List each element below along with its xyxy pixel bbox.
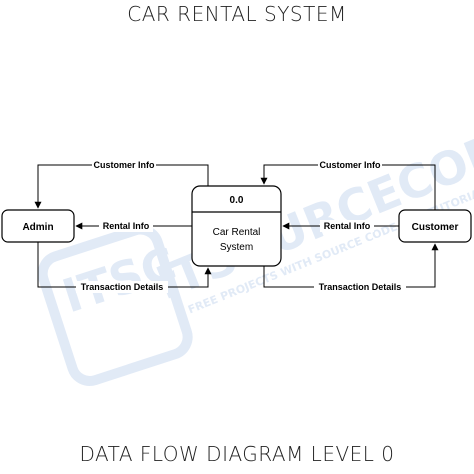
customer-label: Customer	[412, 222, 459, 233]
flow-customer-info-left: Customer Info	[34, 159, 209, 209]
flow-label-transaction-right: Transaction Details	[319, 282, 402, 292]
admin-entity[interactable]: Admin	[1, 209, 75, 243]
admin-label: Admin	[22, 222, 53, 233]
customer-entity[interactable]: Customer	[398, 209, 472, 243]
process-label-line1: Car Rental	[213, 227, 261, 238]
flow-rental-info-left: Rental Info	[75, 220, 192, 232]
flow-label-rental-info-left: Rental Info	[103, 221, 150, 231]
flow-customer-info-right: Customer Info	[260, 159, 436, 210]
flow-transaction-left: Transaction Details	[37, 242, 212, 293]
diagram-subtitle: DATA FLOW DIAGRAM LEVEL 0	[79, 442, 395, 466]
flow-rental-info-right: Rental Info	[282, 220, 399, 232]
diagram-title: CAR RENTAL SYSTEM	[127, 2, 347, 26]
flow-label-transaction-left: Transaction Details	[81, 282, 164, 292]
process-id: 0.0	[230, 195, 244, 206]
process-car-rental-system[interactable]: 0.0 Car Rental System	[191, 185, 282, 267]
flow-transaction-right: Transaction Details	[263, 243, 439, 293]
flow-label-rental-info-right: Rental Info	[324, 221, 371, 231]
process-label-line2: System	[220, 242, 253, 253]
flow-label-customer-info-right: Customer Info	[319, 160, 381, 170]
flow-label-customer-info-left: Customer Info	[93, 160, 155, 170]
